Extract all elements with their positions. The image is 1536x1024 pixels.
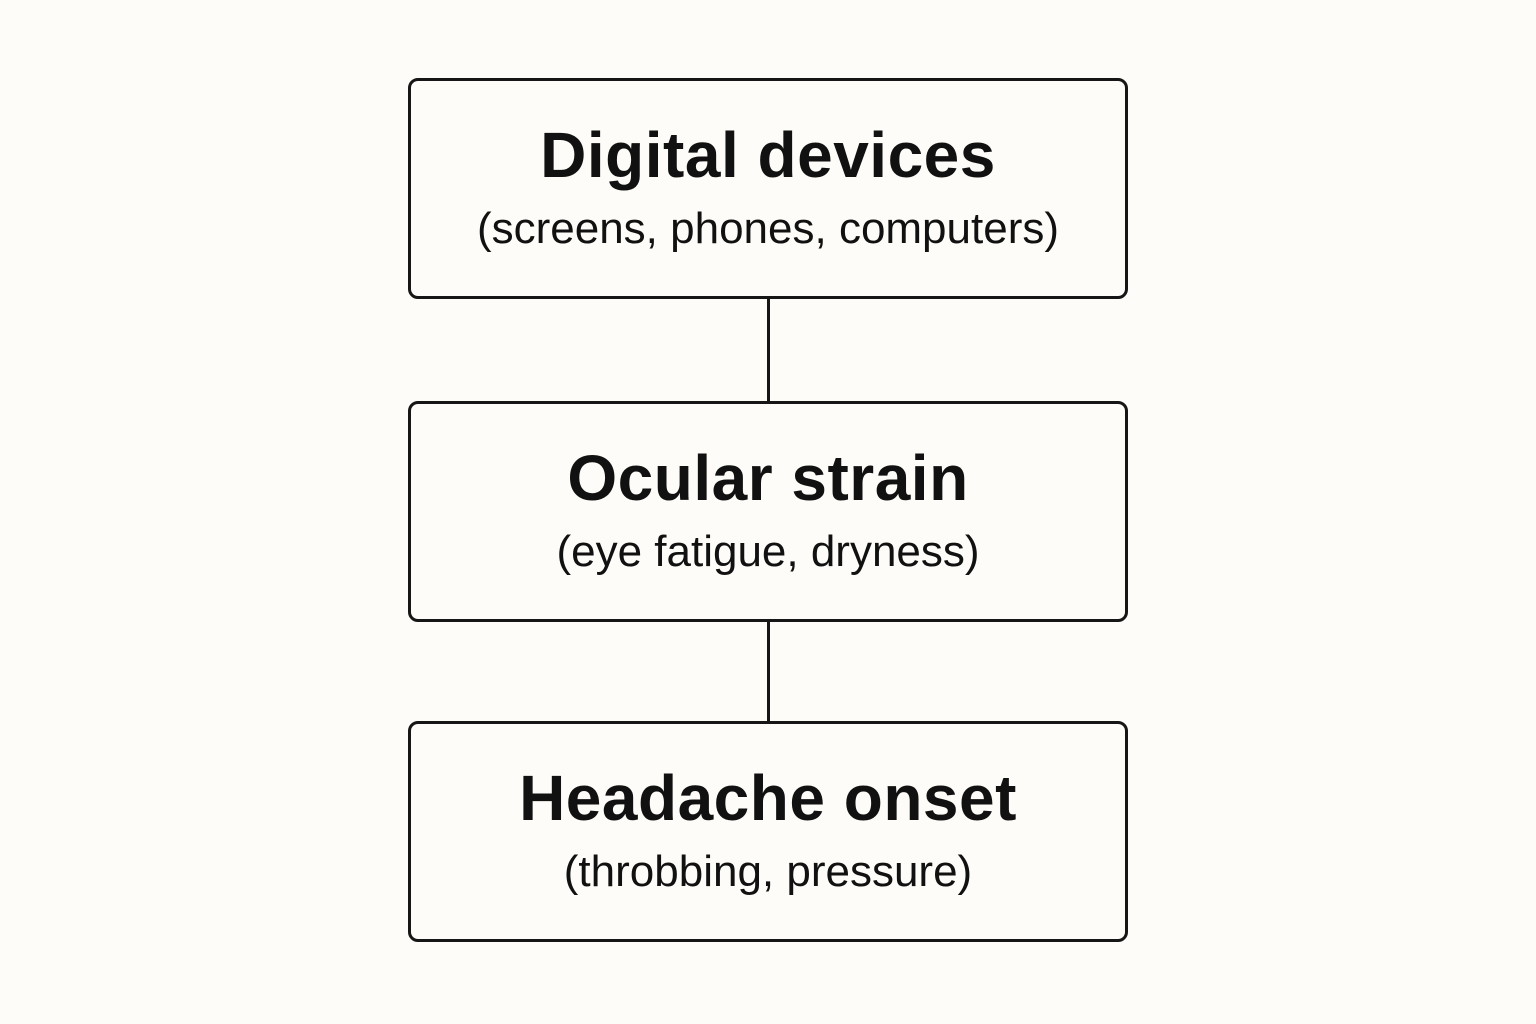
node-subtitle: (screens, phones, computers) xyxy=(476,203,1060,253)
node-title: Headache onset xyxy=(519,761,1017,834)
node-headache-onset: Headache onset (throbbing, pressure) xyxy=(408,721,1128,942)
connector-line xyxy=(767,299,770,401)
node-title: Ocular strain xyxy=(567,441,969,514)
node-subtitle: (throbbing, pressure) xyxy=(563,846,973,896)
node-title: Digital devices xyxy=(540,118,996,191)
node-subtitle: (eye fatigue, dryness) xyxy=(556,526,980,576)
connector-line xyxy=(767,622,770,721)
node-ocular-strain: Ocular strain (eye fatigue, dryness) xyxy=(408,401,1128,622)
node-digital-devices: Digital devices (screens, phones, comput… xyxy=(408,78,1128,299)
